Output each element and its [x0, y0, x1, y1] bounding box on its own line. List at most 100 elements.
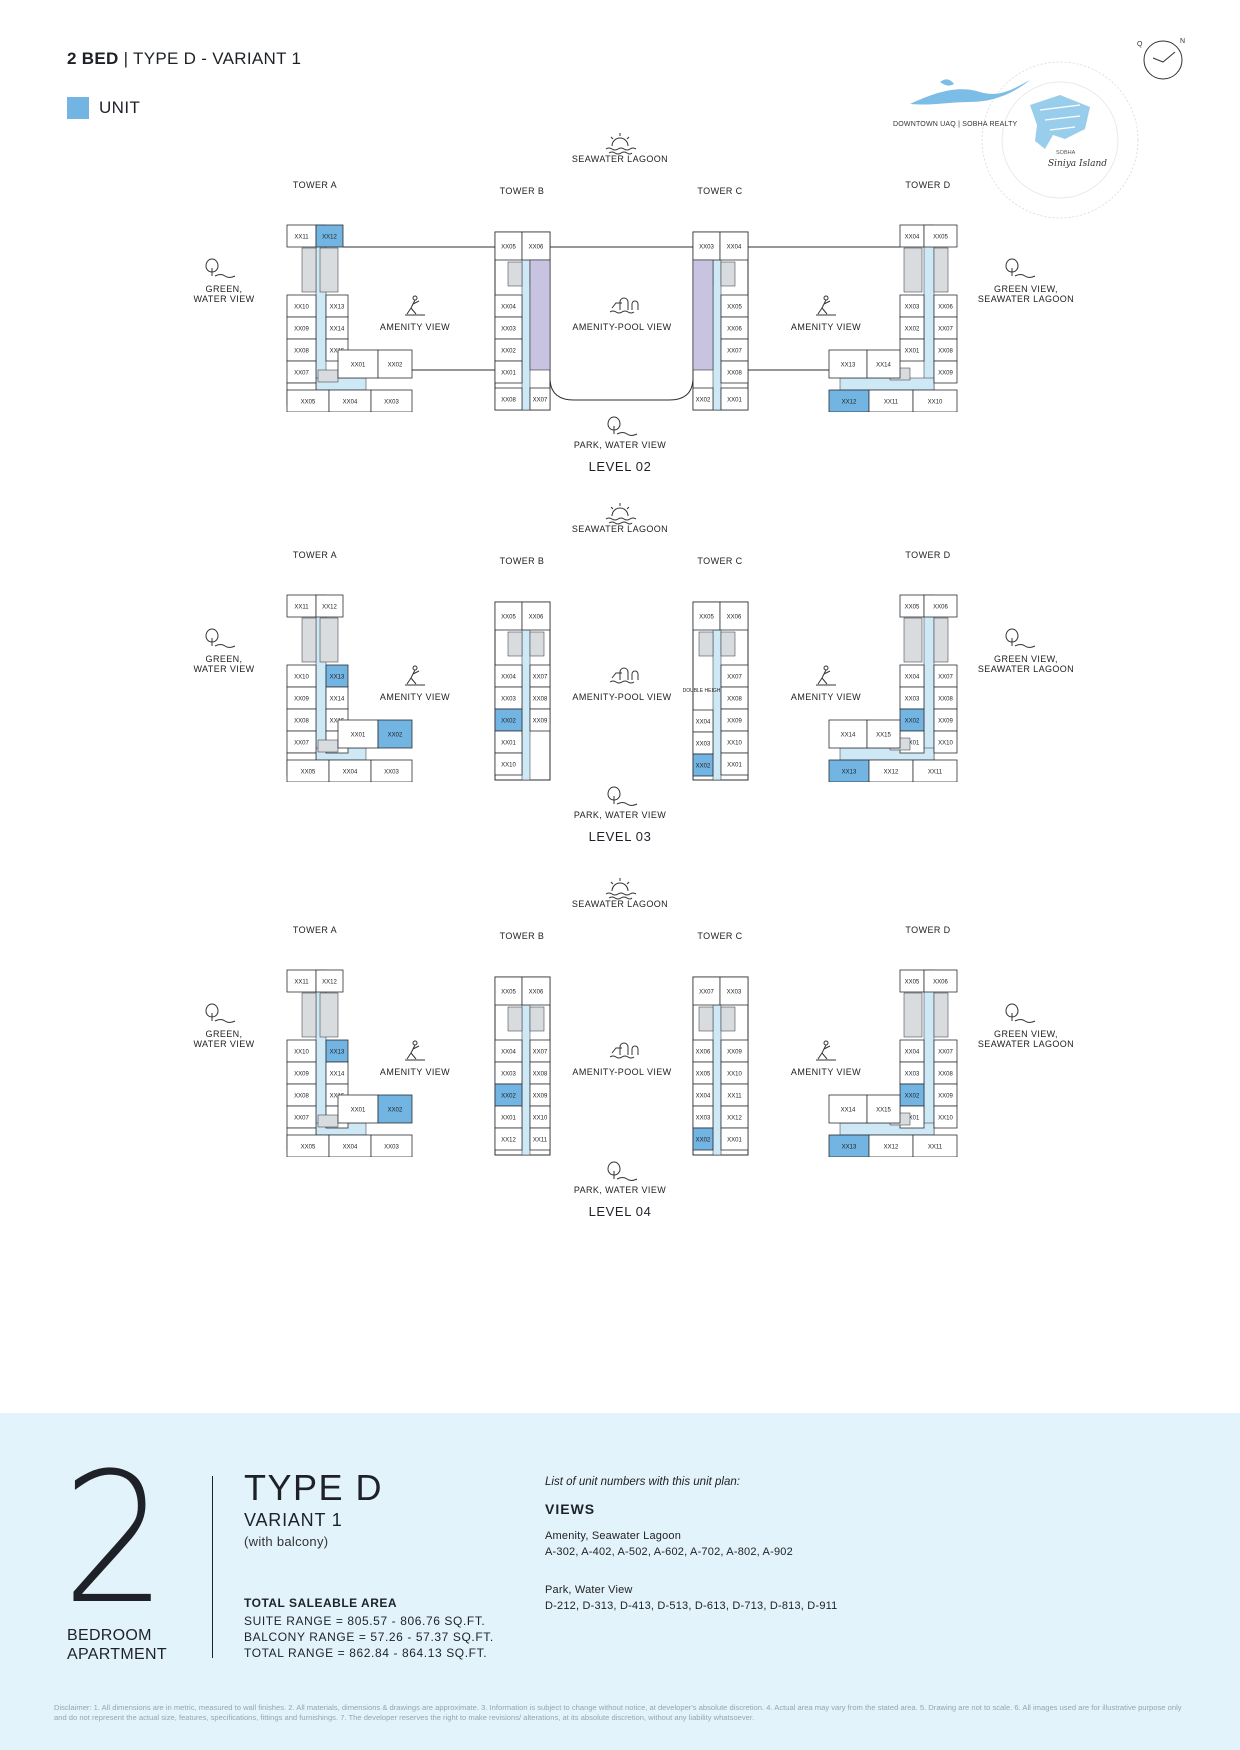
highlighted-unit — [315, 224, 344, 248]
unit-number: XX03 — [727, 989, 742, 995]
unit-number: XX11 — [727, 1093, 742, 1099]
core-stairs — [317, 369, 339, 383]
view-label-amenity: AMENITY VIEW — [379, 692, 451, 702]
unit-cell — [494, 601, 523, 631]
keyplan-island — [1030, 95, 1090, 149]
title-rest: | TYPE D - VARIANT 1 — [118, 49, 302, 68]
tower-label: TOWER A — [292, 550, 338, 560]
view-label-right: SEAWATER LAGOON — [977, 1039, 1075, 1049]
unit-cell — [337, 1094, 379, 1124]
core-stairs — [301, 617, 317, 663]
unit-number: XX05 — [501, 244, 516, 250]
view-label-amenity: AMENITY VIEW — [379, 322, 451, 332]
unit-cell — [521, 976, 551, 1006]
unit-number: XX01 — [905, 740, 920, 746]
pool-icon — [609, 1042, 639, 1059]
unit-number: XX08 — [727, 370, 742, 376]
green-view-icon — [1005, 1003, 1036, 1023]
view-label-amenity: AMENITY VIEW — [379, 1067, 451, 1077]
core-stairs — [903, 617, 923, 663]
unit-number: XX13 — [842, 769, 857, 775]
unit-number: XX06 — [529, 989, 544, 995]
green-view-icon — [1005, 258, 1036, 278]
unit-number: XX01 — [351, 1107, 366, 1113]
core-stairs — [301, 247, 317, 293]
amenity-icon — [405, 295, 425, 316]
unit-cell — [923, 594, 958, 618]
legend-unit-label: UNIT — [99, 98, 141, 117]
unit-number: XX15 — [330, 718, 345, 724]
level-label: LEVEL 04 — [588, 1204, 652, 1219]
unit-number: XX03 — [696, 741, 711, 747]
unit-cell — [337, 349, 379, 379]
green-view-icon — [1005, 628, 1036, 648]
unit-cell — [521, 231, 551, 261]
unit-number: XX02 — [501, 348, 516, 354]
view-label-left: GREEN, — [205, 284, 243, 294]
view-label-pool: AMENITY-POOL VIEW — [572, 322, 672, 332]
view-label-bottom: PARK, WATER VIEW — [573, 440, 667, 450]
core-stairs — [720, 631, 736, 657]
view-label-right: GREEN VIEW, — [994, 284, 1058, 294]
keyplan-islet — [940, 79, 954, 86]
highlighted-unit — [377, 1094, 413, 1124]
unit-cell — [370, 759, 413, 782]
unit-number: XX05 — [301, 399, 316, 405]
balcony-range: BALCONY RANGE = 57.26 - 57.37 SQ.FT. — [244, 1630, 494, 1644]
unit-cell — [912, 1134, 958, 1157]
unit-number: XX01 — [351, 362, 366, 368]
view-label-left: GREEN, — [205, 1029, 243, 1039]
unit-number: XX02 — [501, 1093, 516, 1099]
unit-number: XX02 — [905, 326, 920, 332]
view-label-top: SEAWATER LAGOON — [571, 154, 669, 164]
unit-cell — [315, 594, 344, 618]
unit-cell — [370, 1134, 413, 1157]
compass-letter-q: Q — [1137, 41, 1143, 48]
unit-number: XX04 — [501, 674, 516, 680]
seawater-lagoon-icon — [605, 503, 637, 525]
unit-number: XX01 — [351, 732, 366, 738]
core-stairs — [933, 247, 949, 293]
unit-number: XX06 — [938, 304, 953, 310]
unit-number: XX05 — [301, 1144, 316, 1150]
unit-number: XX10 — [727, 1071, 742, 1077]
unit-number: XX06 — [529, 244, 544, 250]
view-label-amenity: AMENITY VIEW — [790, 692, 862, 702]
unit-cell — [923, 224, 958, 248]
tower-label: TOWER B — [499, 186, 545, 196]
core-stairs — [903, 992, 923, 1038]
unit-number: XX04 — [905, 674, 920, 680]
unit-number: XX03 — [501, 696, 516, 702]
unit-number: XX02 — [388, 732, 403, 738]
unit-number: XX08 — [501, 397, 516, 403]
park-tree-icon — [607, 786, 638, 806]
unit-number: XX06 — [696, 1049, 711, 1055]
unit-number: XX03 — [696, 1115, 711, 1121]
view-label-right: SEAWATER LAGOON — [977, 664, 1075, 674]
unit-number: XX12 — [322, 604, 337, 610]
unit-cell — [720, 752, 749, 776]
tower-label: TOWER A — [292, 180, 338, 190]
unit-number: XX07 — [938, 674, 953, 680]
tower-label: TOWER C — [697, 556, 743, 566]
unit-number: XX08 — [294, 348, 309, 354]
view-label-top: SEAWATER LAGOON — [571, 899, 669, 909]
amenity-icon — [405, 1040, 425, 1061]
unit-cell — [933, 1105, 958, 1129]
view-label-amenity: AMENITY VIEW — [790, 1067, 862, 1077]
unit-number: XX06 — [727, 326, 742, 332]
suite-range: SUITE RANGE = 805.57 - 806.76 SQ.FT. — [244, 1614, 486, 1628]
unit-number: XX13 — [841, 362, 856, 368]
unit-number: XX07 — [294, 370, 309, 376]
tower-label: TOWER D — [905, 550, 951, 560]
unit-number: XX09 — [294, 696, 309, 702]
tower-label: TOWER C — [697, 931, 743, 941]
disclaimer: Disclaimer: 1. All dimensions are in met… — [54, 1703, 1182, 1722]
unit-number: XX02 — [388, 362, 403, 368]
bedroom-label: BEDROOM APARTMENT — [67, 1626, 167, 1664]
park-view-icon — [607, 416, 638, 436]
unit-number: XX02 — [501, 718, 516, 724]
unit-number: XX09 — [727, 1049, 742, 1055]
unit-number: XX15 — [876, 1107, 891, 1113]
unit-number: XX09 — [727, 718, 742, 724]
